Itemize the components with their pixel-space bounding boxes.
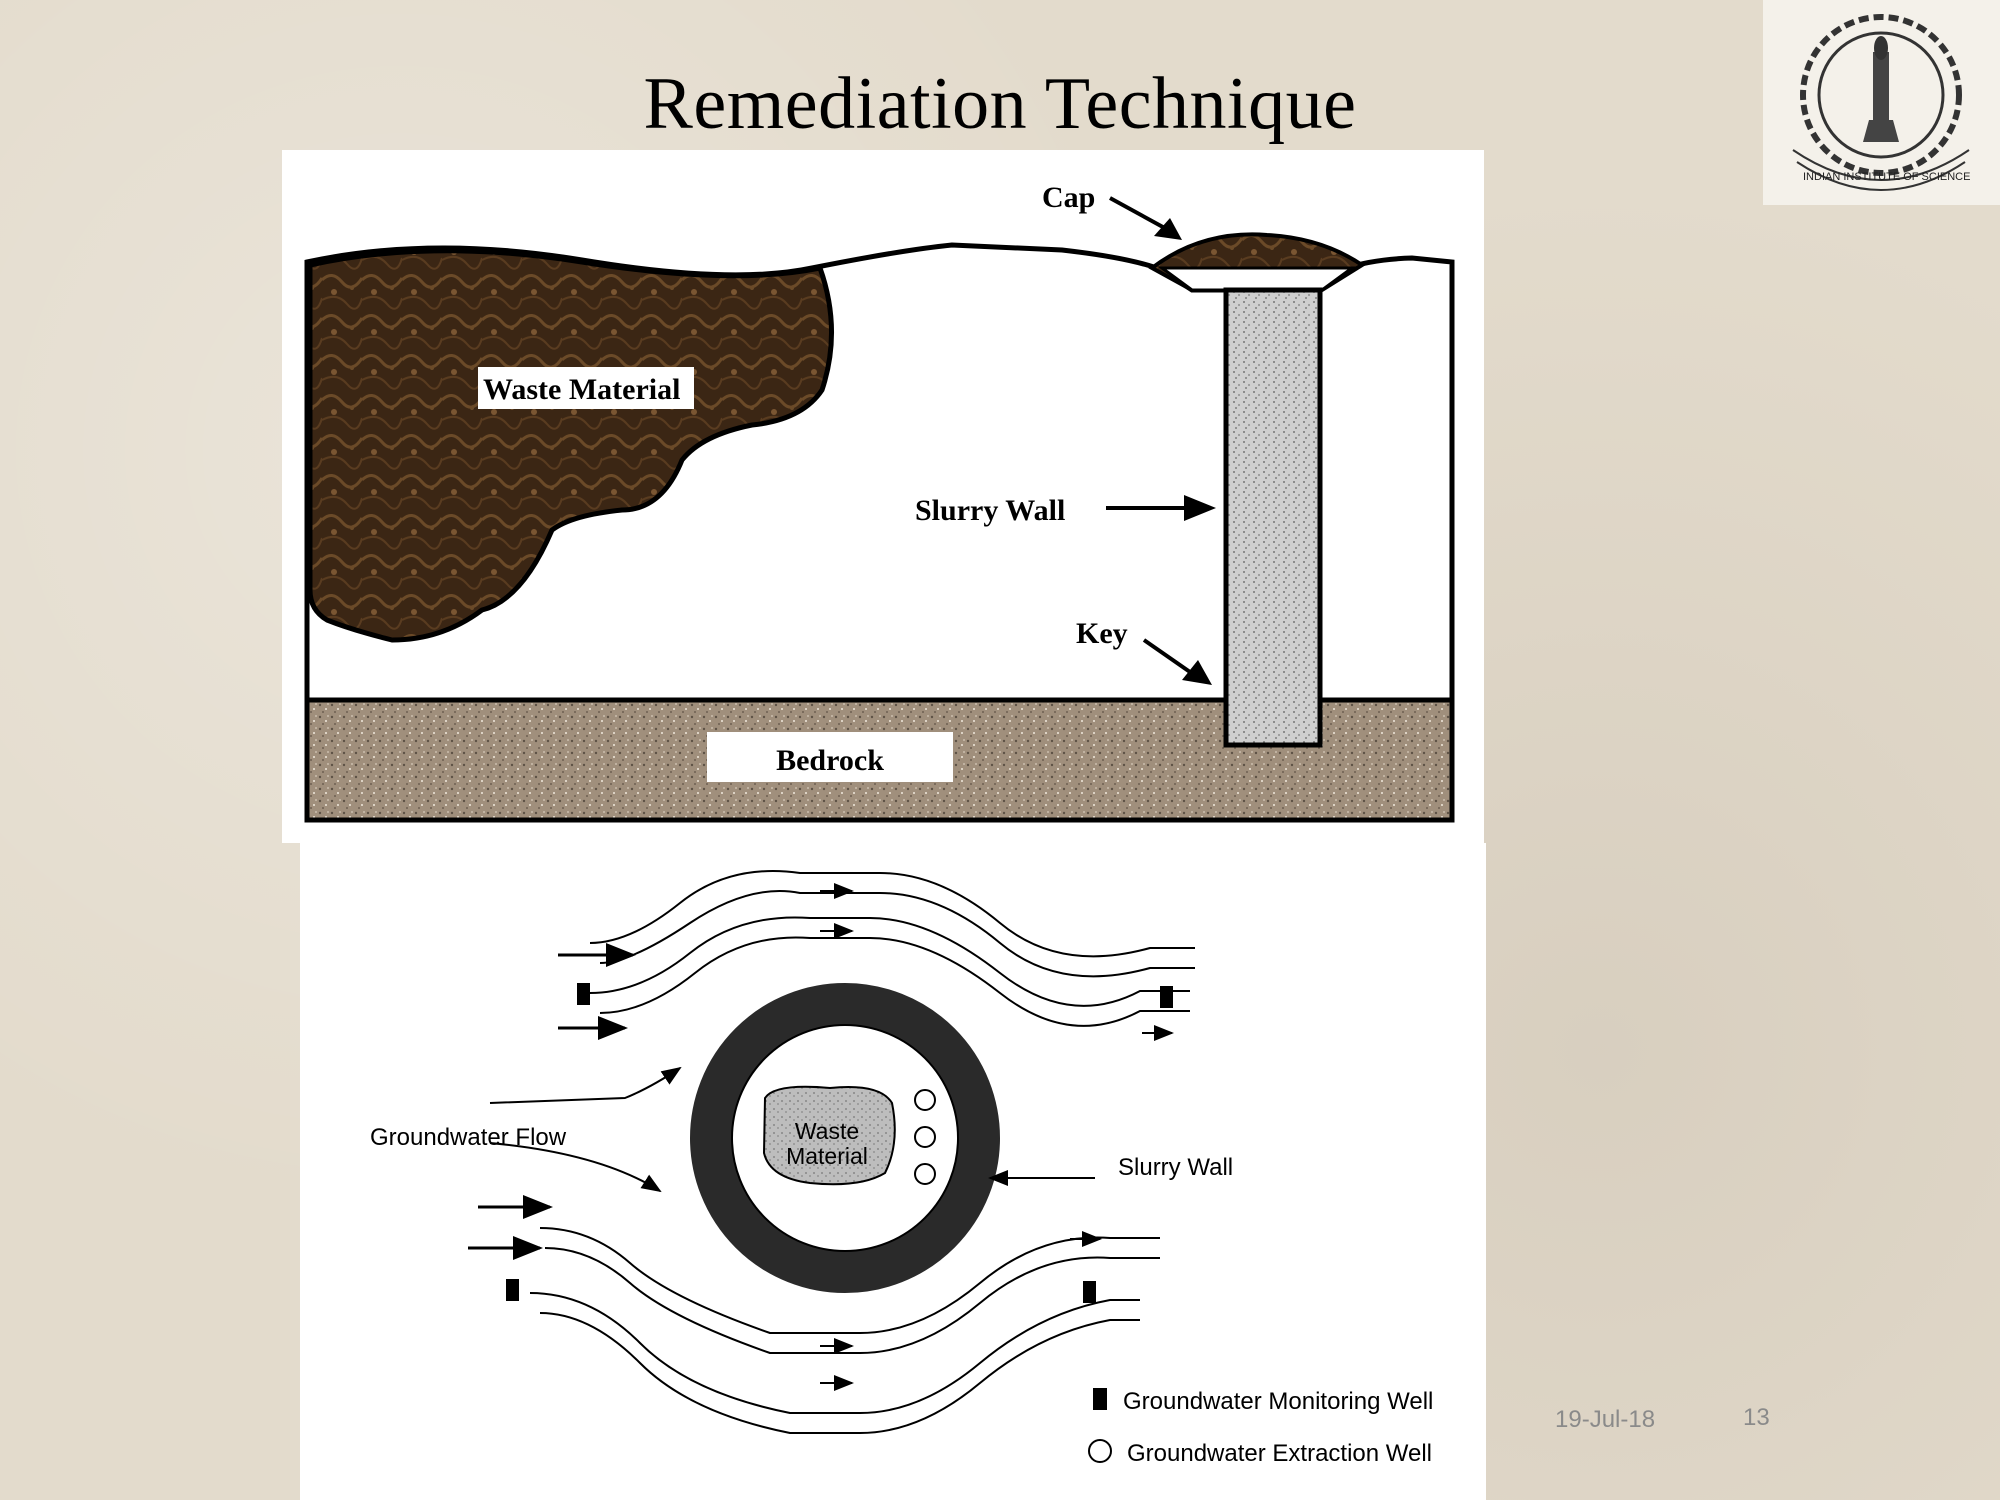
slurry-wall-ring — [690, 983, 1000, 1293]
logo-text: INDIAN INSTITUTE OF SCIENCE — [1803, 171, 1970, 183]
monitoring-well-icon — [1160, 986, 1173, 1008]
extraction-well-icon — [914, 1126, 936, 1148]
extraction-well-icon — [914, 1163, 936, 1185]
cap-label: Cap — [1042, 181, 1095, 214]
flow-lines-bottom — [529, 1227, 1160, 1434]
iisc-logo: INDIAN INSTITUTE OF SCIENCE — [1763, 0, 2000, 205]
waste-label-line2: Material — [786, 1143, 868, 1169]
key-label: Key — [1076, 617, 1128, 650]
flow-lines-top — [589, 870, 1195, 1027]
key-arrow-icon — [1182, 660, 1212, 685]
legend-extraction-well-label: Groundwater Extraction Well — [1127, 1440, 1432, 1467]
legend-extraction-well-icon — [1088, 1439, 1112, 1463]
bedrock-label: Bedrock — [776, 744, 884, 777]
plan-view-diagram: Waste Material Groundwater Flow Slurry W… — [300, 843, 1486, 1500]
legend-monitoring-well-label: Groundwater Monitoring Well — [1123, 1388, 1433, 1415]
slide-page-number: 13 — [1743, 1404, 1770, 1431]
cap-arrow-icon — [1154, 218, 1182, 240]
waste-material-area — [762, 1085, 896, 1186]
legend-monitoring-well-icon — [1093, 1388, 1107, 1410]
monitoring-well-icon — [1083, 1281, 1096, 1303]
logo-emblem-icon: INDIAN INSTITUTE OF SCIENCE — [1792, 14, 1970, 191]
slide-title: Remediation Technique — [643, 63, 1357, 145]
slurry-wall-plan-label: Slurry Wall — [1118, 1154, 1233, 1181]
slurry-wall-arrow-icon — [1184, 495, 1216, 521]
slurry-wall-label: Slurry Wall — [915, 494, 1065, 527]
waste-material-label: Waste Material — [483, 373, 680, 406]
inflow-arrows — [468, 943, 636, 1260]
waste-label-line1: Waste — [795, 1118, 859, 1144]
monitoring-well-icon — [577, 983, 590, 1005]
groundwater-flow-label: Groundwater Flow — [370, 1124, 567, 1151]
waste-material-mass — [307, 248, 834, 643]
flow-arrows — [820, 883, 1174, 1391]
extraction-well-icon — [914, 1089, 936, 1111]
slurry-wall-section — [1223, 287, 1323, 748]
slide-date: 19-Jul-18 — [1555, 1406, 1656, 1433]
cross-section-diagram: Waste Material Cap Slurry Wall Key Bedro… — [282, 150, 1484, 843]
monitoring-well-icon — [506, 1279, 519, 1301]
